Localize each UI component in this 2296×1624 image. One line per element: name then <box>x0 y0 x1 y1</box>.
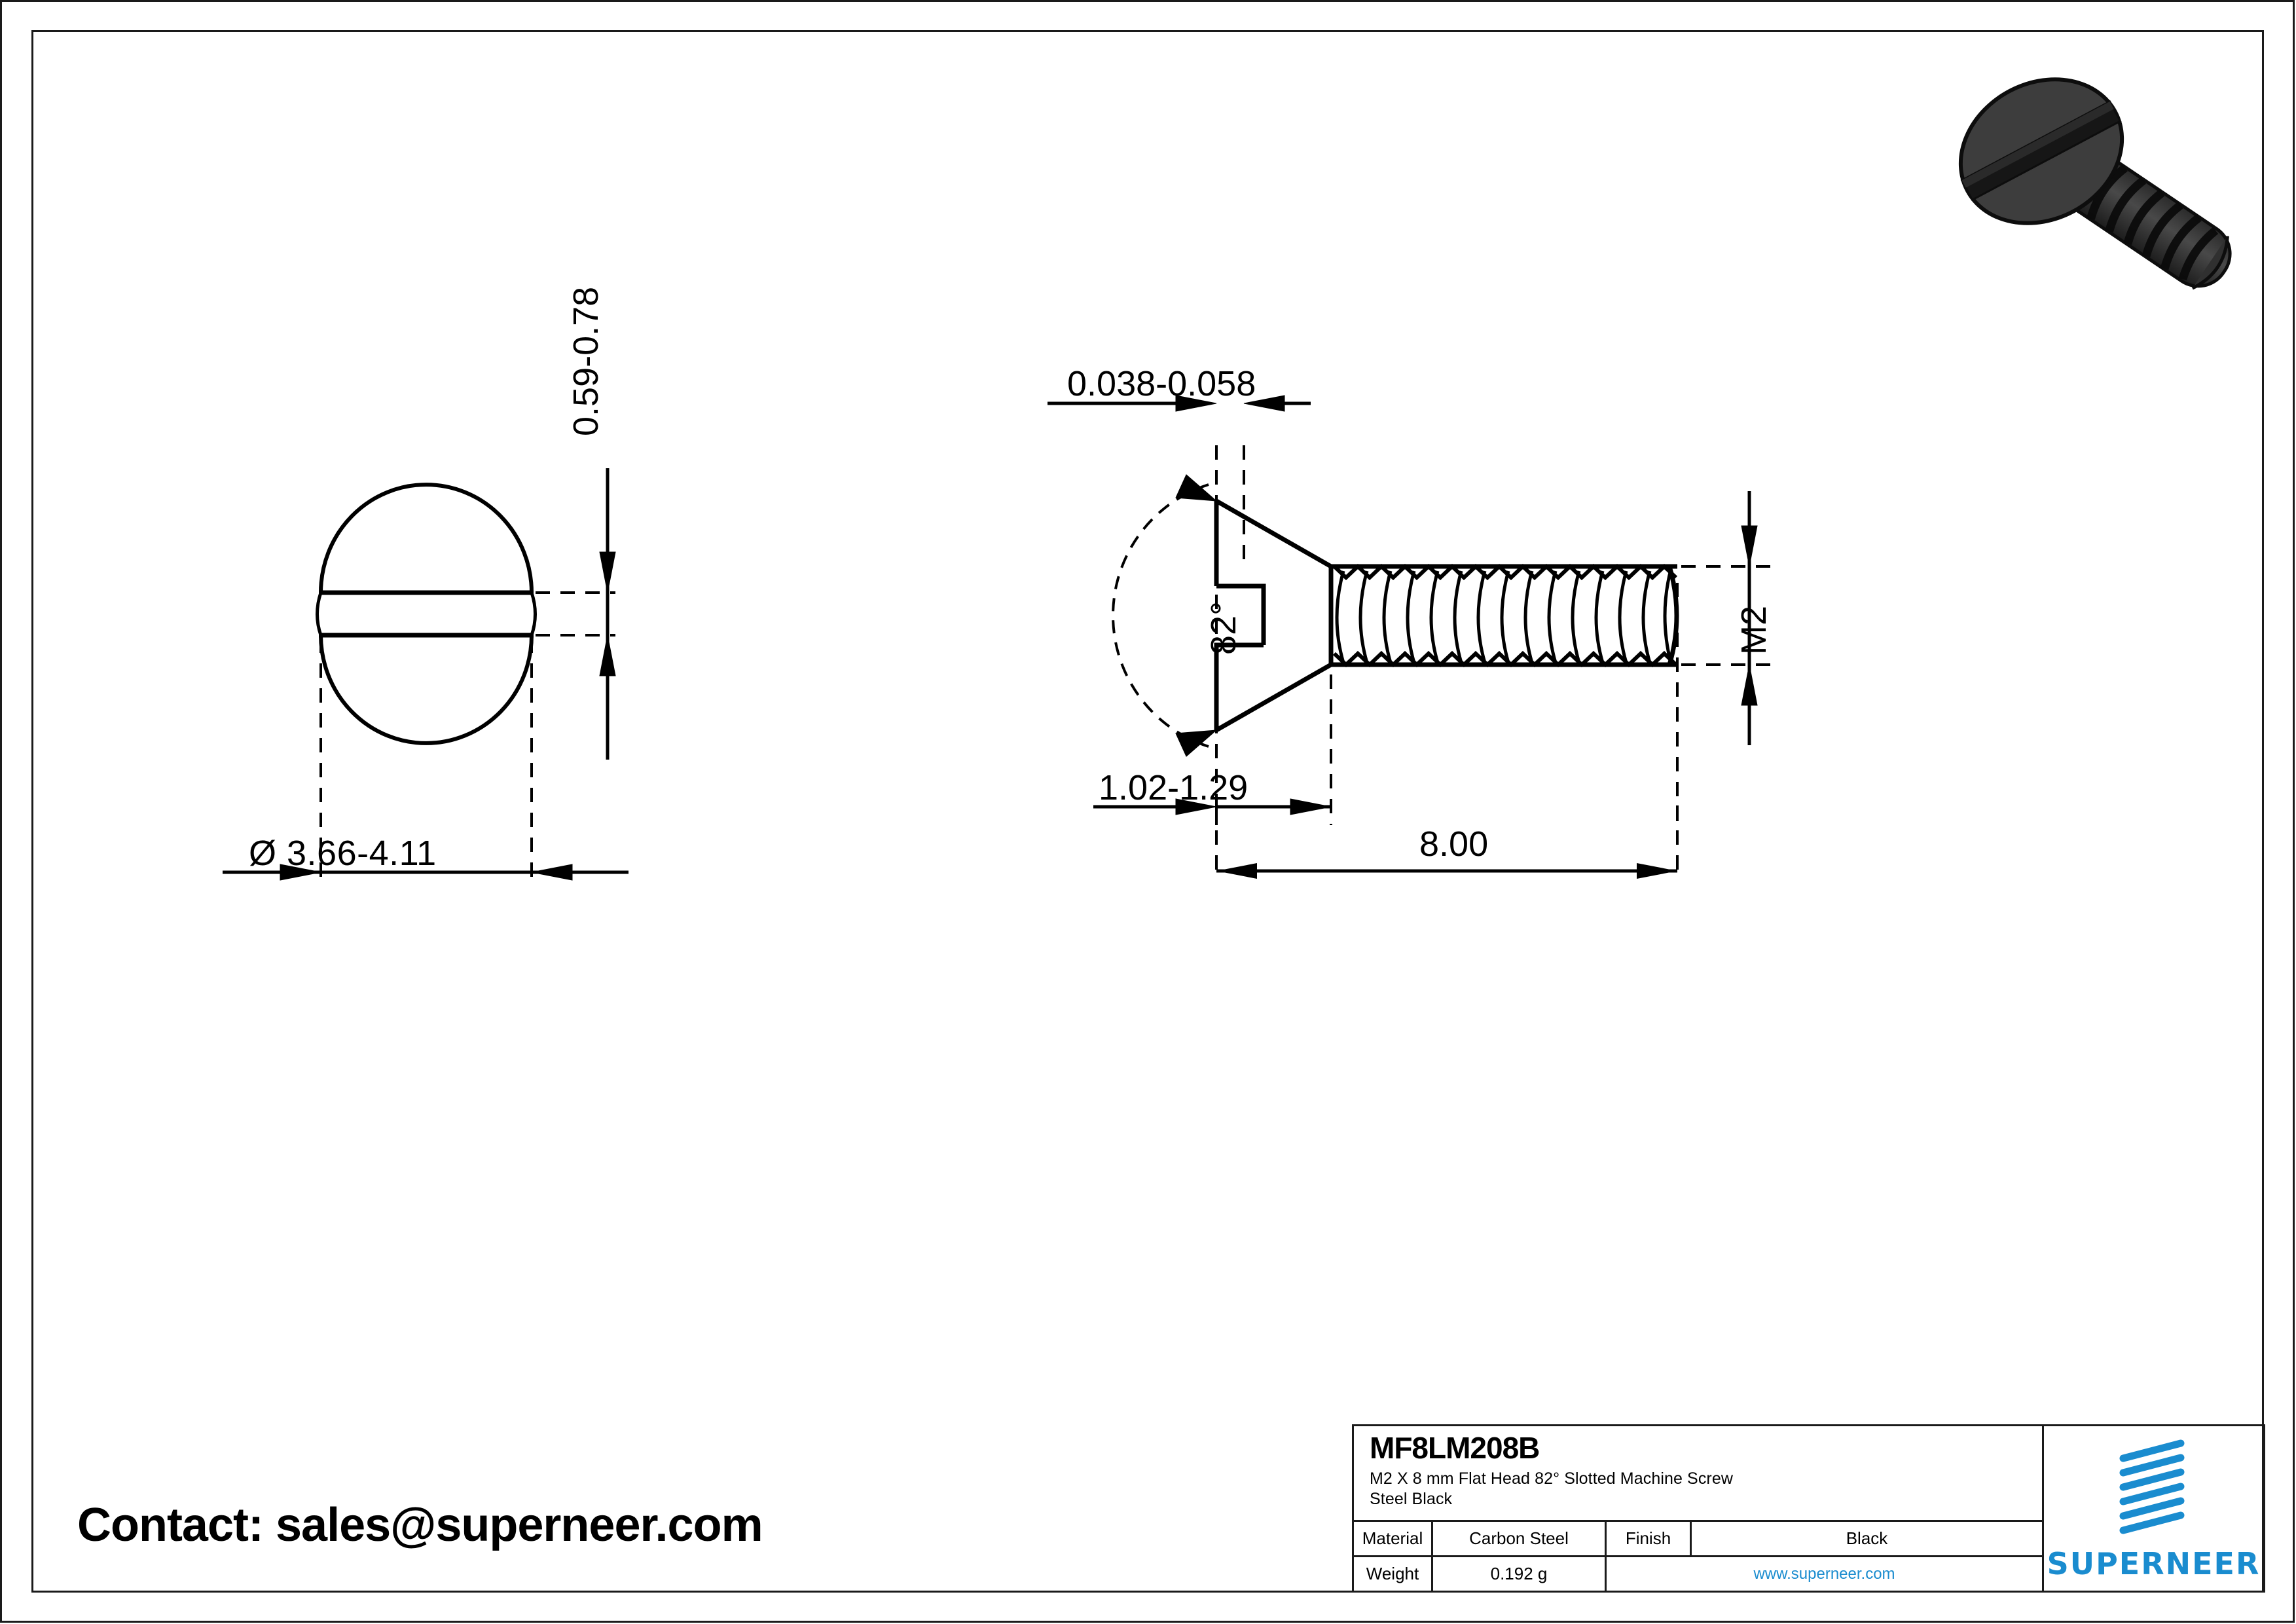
title-block-description: MF8LM208B M2 X 8 mm Flat Head 82° Slotte… <box>1354 1426 2042 1522</box>
length-extension-lines <box>1215 805 1679 877</box>
material-label: Material <box>1362 1528 1423 1548</box>
top-view-extension-lines <box>319 591 615 887</box>
side-view-extension-lines <box>1215 445 1781 825</box>
part-number: MF8LM208B <box>1370 1431 1540 1465</box>
brand-logo-cell: SUPERNEER <box>2044 1426 2263 1591</box>
finish-value: Black <box>1690 1522 2042 1555</box>
head-top-view <box>98 367 661 917</box>
description-line-1: M2 X 8 mm Flat Head 82° Slotted Machine … <box>1370 1469 1734 1488</box>
thread-profile <box>1331 563 1679 668</box>
weight-row: Weight 0.192 g www.superneer.com <box>1354 1557 2042 1591</box>
angle-arc <box>1112 483 1209 748</box>
material-value: Carbon Steel <box>1431 1522 1605 1555</box>
title-block: MF8LM208B M2 X 8 mm Flat Head 82° Slotte… <box>1352 1424 2265 1593</box>
drawing-frame <box>31 30 2264 1593</box>
finish-label: Finish <box>1605 1522 1690 1555</box>
weight-value: 0.192 g <box>1431 1557 1605 1591</box>
contact-email: Contact: sales@superneer.com <box>77 1499 763 1551</box>
website-link[interactable]: www.superneer.com <box>1605 1557 2042 1591</box>
head-depth-dimension-label: 1.02-1.29 <box>1099 768 1248 807</box>
head-height-dimension-label: 0.038-0.058 <box>1067 364 1256 403</box>
angle-arrow-top <box>1175 474 1218 502</box>
material-row: Material Carbon Steel Finish Black <box>1354 1522 2042 1557</box>
screw-side-view <box>1048 367 1899 917</box>
superneer-logo-icon <box>2118 1436 2190 1534</box>
head-circle <box>316 483 537 745</box>
countersink-angle-label: 82° <box>1204 601 1243 655</box>
weight-label: Weight <box>1366 1564 1419 1583</box>
title-block-left: MF8LM208B M2 X 8 mm Flat Head 82° Slotte… <box>1354 1426 2044 1591</box>
length-dimension-label: 8.00 <box>1419 824 1489 864</box>
slot-width-dimension-label: 0.59-0.78 <box>566 286 606 436</box>
length-dimension <box>1178 805 1833 923</box>
screw-3d-render <box>1931 36 2272 290</box>
brand-name: SUPERNEER <box>2047 1545 2261 1581</box>
description-line-2: Steel Black <box>1370 1490 1453 1509</box>
screw-head-3d <box>1958 77 2124 225</box>
diameter-dimension-label: Ø 3.66-4.11 <box>249 834 437 873</box>
thread-size-label: M2 <box>1734 605 1774 655</box>
angle-arrow-bottom <box>1175 729 1218 757</box>
